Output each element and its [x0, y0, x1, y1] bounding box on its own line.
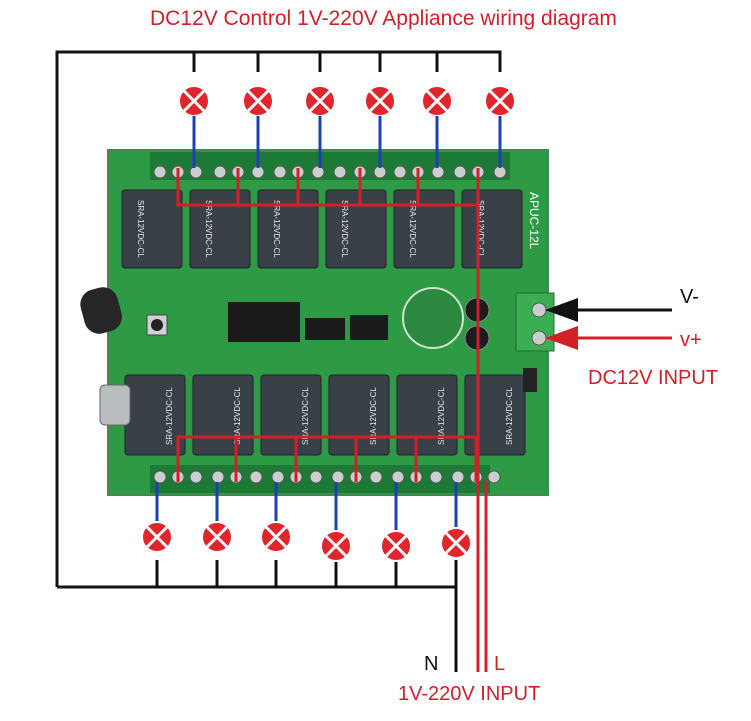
bottom-red-bus [176, 435, 478, 482]
top-terminal-strip [150, 152, 510, 180]
svg-text:SRA-12VDC-CL: SRA-12VDC-CL [272, 200, 281, 258]
lamp-icon [201, 521, 233, 553]
crystal [99, 384, 131, 426]
svg-text:SRA-12VDC-CL: SRA-12VDC-CL [136, 200, 145, 258]
lamp-icon [304, 85, 336, 117]
lamp-icon [141, 521, 173, 553]
svg-text:SRA-12VDC-CL: SRA-12VDC-CL [476, 200, 485, 258]
bottom-terminal-screws [153, 470, 501, 484]
relay-labels: SRA-12VDC-CL SRA-12VDC-CL SRA-12VDC-CL S… [136, 200, 514, 445]
live-label: L [494, 653, 505, 675]
v-plus-label: v+ [680, 329, 702, 351]
lamp-icon [484, 85, 516, 117]
v-plus-arrow [545, 326, 672, 350]
svg-text:SRA-12VDC-CL: SRA-12VDC-CL [233, 387, 242, 445]
top-lamps [178, 85, 516, 117]
svg-text:SRA-12VDC-CL: SRA-12VDC-CL [437, 387, 446, 445]
relay-board: SRA-12VDC-CL SRA-12VDC-CL SRA-12VDC-CL S… [80, 149, 555, 496]
svg-text:SRA-12VDC-CL: SRA-12VDC-CL [340, 200, 349, 258]
chip-small [350, 315, 388, 340]
neutral-label: N [424, 653, 438, 675]
svg-text:SRA-12VDC-CL: SRA-12VDC-CL [165, 387, 174, 445]
bottom-blue-wires [155, 482, 458, 530]
chip-main [228, 302, 300, 342]
top-relays [121, 189, 523, 269]
svg-text:SRA-12VDC-CL: SRA-12VDC-CL [204, 200, 213, 258]
v-minus-arrow [545, 298, 672, 322]
ac-input-caption: 1V-220V INPUT [398, 683, 540, 705]
lamp-icon [178, 85, 210, 117]
v-minus-label: V- [680, 286, 699, 308]
svg-text:SRA-12VDC-CL: SRA-12VDC-CL [408, 200, 417, 258]
dc-input-caption: DC12V INPUT [588, 367, 718, 389]
diagram-title: DC12V Control 1V-220V Appliance wiring d… [150, 7, 617, 30]
push-button-cap [151, 319, 163, 331]
svg-text:SRA-12VDC-CL: SRA-12VDC-CL [505, 387, 514, 445]
neutral-frame-wire [55, 50, 502, 672]
lamp-icon [242, 85, 274, 117]
lamp-icon [380, 530, 412, 562]
buzzer [402, 287, 464, 349]
bottom-lamps [141, 521, 472, 562]
lamp-icon [440, 527, 472, 559]
svg-text:SRA-12VDC-CL: SRA-12VDC-CL [369, 387, 378, 445]
lamp-icon [421, 85, 453, 117]
lamp-icon [364, 85, 396, 117]
lamp-icon [260, 521, 292, 553]
svg-text:SRA-12VDC-CL: SRA-12VDC-CL [301, 387, 310, 445]
bottom-relays [124, 374, 526, 456]
board-model-label: APUC-12L [527, 192, 541, 250]
top-blue-wires [192, 116, 502, 168]
antenna-coil [80, 287, 122, 334]
chip-secondary [305, 318, 345, 340]
dc-terminal-block [515, 292, 555, 352]
lamp-icon [320, 530, 352, 562]
